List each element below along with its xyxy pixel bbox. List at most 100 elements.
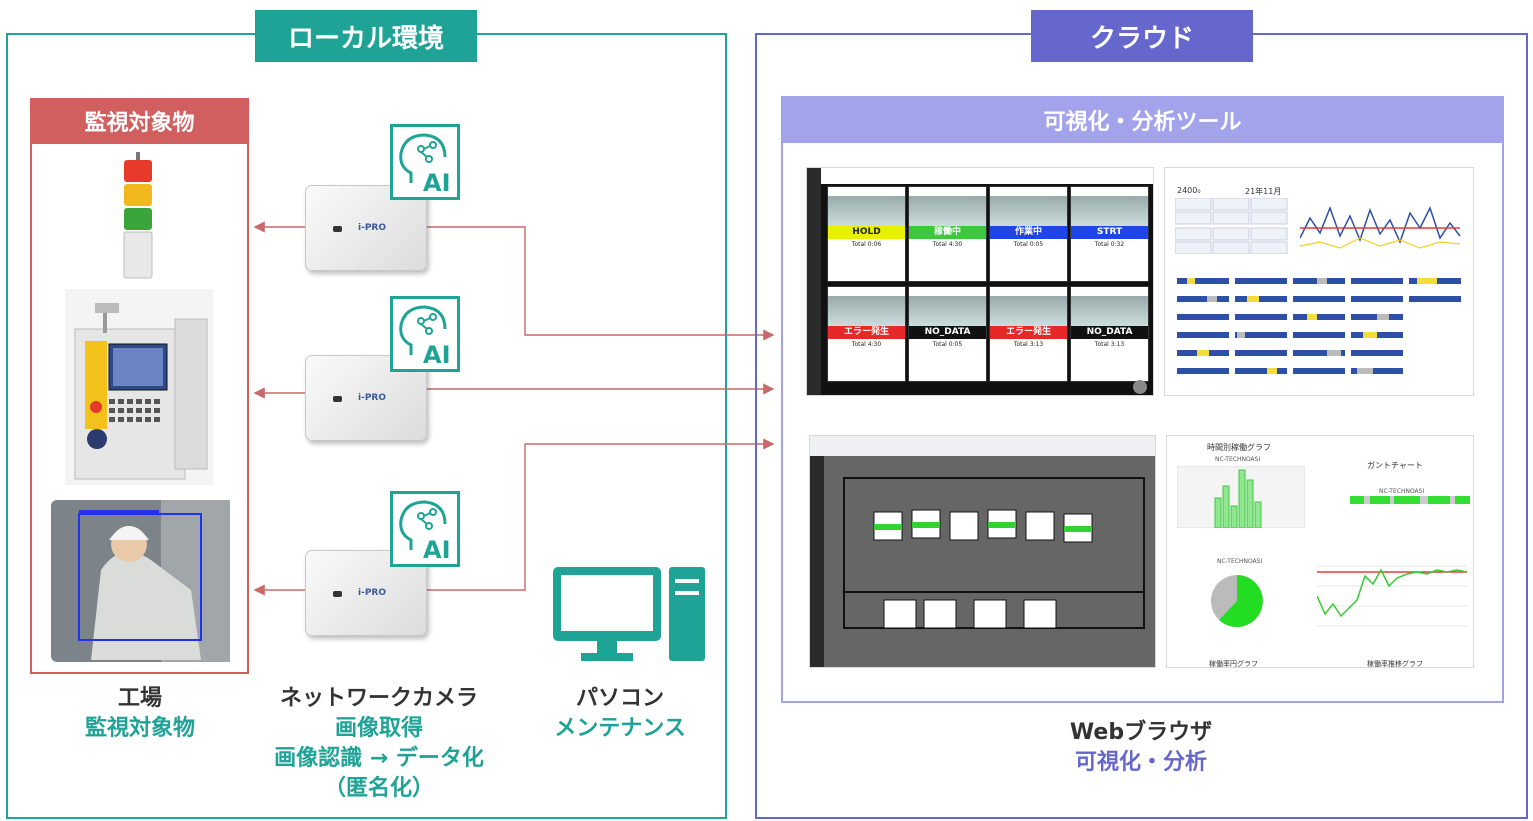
ai-icon: AI — [390, 491, 460, 567]
camera-caption-line2: 画像取得 — [334, 716, 423, 741]
floormap-sidebar — [810, 456, 824, 667]
tile-header — [990, 187, 1067, 196]
analytics-summary-table — [1175, 198, 1288, 254]
analytics-line-chart — [1300, 205, 1461, 249]
tile-header — [1071, 187, 1148, 196]
charts-screenshot: 時間別稼働グラフ NC-TECHNOASI ガントチャート NC-TECHNOA… — [1166, 435, 1474, 668]
tile-camera-image — [1071, 196, 1148, 226]
camera-brand: i-PRO — [358, 588, 386, 598]
tile-header — [909, 287, 986, 296]
browser-caption-line1: Webブラウザ — [1069, 720, 1213, 745]
tile-camera-image — [828, 296, 905, 326]
tile-status: HOLD — [828, 226, 905, 239]
dashboard-tile[interactable]: NO_DATA Total 3:13 — [1070, 286, 1149, 382]
tile-camera-image — [909, 196, 986, 226]
ai-icon-label: AI — [423, 169, 451, 197]
timeline-chart-title: 時間別稼働グラフ — [1207, 443, 1271, 452]
factory-caption-line1: 工場 — [117, 686, 162, 711]
tile-total: Total 3:13 — [1013, 341, 1044, 348]
tile-camera-image — [828, 196, 905, 226]
dashboard-tile[interactable]: 稼働中 Total 4:30 — [908, 186, 987, 282]
tile-total: Total 4:30 — [851, 341, 882, 348]
tile-camera-image — [1071, 296, 1148, 326]
camera-brand: i-PRO — [358, 393, 386, 403]
dashboard-topbar — [821, 168, 1153, 184]
monitor-header: 監視対象物 — [30, 98, 249, 144]
pie-series-name: NC-TECHNOASI — [1217, 558, 1263, 565]
tile-status: STRT — [1071, 226, 1148, 239]
tile-total: Total 0:05 — [1013, 241, 1044, 248]
floor-plan — [843, 477, 1145, 629]
dashboard-tile[interactable]: エラー発生 Total 4:30 — [827, 286, 906, 382]
camera-lens — [333, 396, 342, 402]
tile-status: エラー発生 — [990, 326, 1067, 339]
camera-caption-line3: 画像認識 → データ化 — [274, 746, 484, 771]
pc-caption-line1: パソコン — [575, 686, 664, 711]
pc-caption-line2: メンテナンス — [554, 716, 686, 741]
dashboard-sidebar — [807, 168, 821, 395]
camera-caption: ネットワークカメラ 画像取得 画像認識 → データ化 （匿名化） — [248, 684, 510, 804]
factory-caption-line2: 監視対象物 — [84, 716, 195, 741]
browser-caption-line2: 可視化・分析 — [1074, 750, 1207, 775]
tile-total: Total 4:30 — [932, 241, 963, 248]
browser-toolbar — [810, 436, 1155, 456]
camera-brand: i-PRO — [358, 223, 386, 233]
camera-caption-line1: ネットワークカメラ — [279, 686, 478, 711]
tile-camera-image — [909, 296, 986, 326]
analytics-screenshot: 2400₀ 21年11月 — [1164, 167, 1474, 396]
cnc-machine-image — [65, 289, 213, 485]
dashboard-tile[interactable]: NO_DATA Total 0:05 — [908, 286, 987, 382]
gantt-chart-title: ガントチャート — [1367, 461, 1423, 470]
dashboard-screenshot: HOLD Total 0:06 稼働中 Total 4:30 作業中 Total 0:05… — [806, 167, 1154, 396]
tile-total: Total 0:06 — [851, 241, 882, 248]
ai-icon: AI — [390, 124, 460, 200]
local-header: ローカル環境 — [255, 10, 477, 62]
factory-caption: 工場 監視対象物 — [60, 684, 220, 744]
tile-total: Total 3:13 — [1094, 341, 1125, 348]
tile-camera-image — [990, 296, 1067, 326]
gantt-bar — [1350, 496, 1470, 504]
camera-caption-line4: （匿名化） — [323, 776, 434, 801]
tile-status: NO_DATA — [909, 326, 986, 339]
ai-icon-label: AI — [423, 536, 451, 564]
floormap-screenshot — [809, 435, 1156, 668]
tile-header — [828, 287, 905, 296]
pie-chart — [1211, 575, 1263, 627]
dashboard-tile[interactable]: 作業中 Total 0:05 — [989, 186, 1068, 282]
analytics-month: 2400₀ — [1177, 186, 1201, 195]
gantt-series-name: NC-TECHNOASI — [1379, 488, 1425, 495]
tile-total: Total 0:32 — [1094, 241, 1125, 248]
tile-header — [909, 187, 986, 196]
timeline-bar-chart — [1177, 466, 1305, 528]
tile-camera-image — [990, 196, 1067, 226]
camera-lens — [333, 591, 342, 597]
tile-status: NO_DATA — [1071, 326, 1148, 339]
camera-lens — [333, 226, 342, 232]
browser-caption: Webブラウザ 可視化・分析 — [1030, 718, 1252, 778]
ai-icon: AI — [390, 296, 460, 372]
dashboard-tile[interactable]: エラー発生 Total 3:13 — [989, 286, 1068, 382]
trend-line-chart — [1317, 565, 1467, 627]
dashboard-tile[interactable]: STRT Total 0:32 — [1070, 186, 1149, 282]
tile-header — [990, 287, 1067, 296]
ai-icon-label: AI — [423, 341, 451, 369]
tile-header — [828, 187, 905, 196]
signal-tower-image — [123, 152, 153, 279]
tile-status: 稼働中 — [909, 226, 986, 239]
pie-chart-title: 稼働率円グラフ — [1209, 660, 1258, 668]
dashboard-tile[interactable]: HOLD Total 0:06 — [827, 186, 906, 282]
trend-chart-title: 稼働率推移グラフ — [1367, 660, 1423, 668]
analytics-timeline-grid — [1177, 278, 1461, 374]
settings-icon[interactable] — [1133, 380, 1147, 394]
pc-icon — [553, 567, 705, 661]
worker-photo — [51, 500, 230, 662]
analytics-period: 21年11月 — [1245, 187, 1282, 196]
cloud-header: クラウド — [1031, 10, 1253, 62]
timeline-series-name: NC-TECHNOASI — [1215, 456, 1261, 463]
tile-total: Total 0:05 — [932, 341, 963, 348]
tile-header — [1071, 287, 1148, 296]
tile-status: エラー発生 — [828, 326, 905, 339]
pc-caption: パソコン メンテナンス — [540, 684, 700, 744]
tile-status: 作業中 — [990, 226, 1067, 239]
